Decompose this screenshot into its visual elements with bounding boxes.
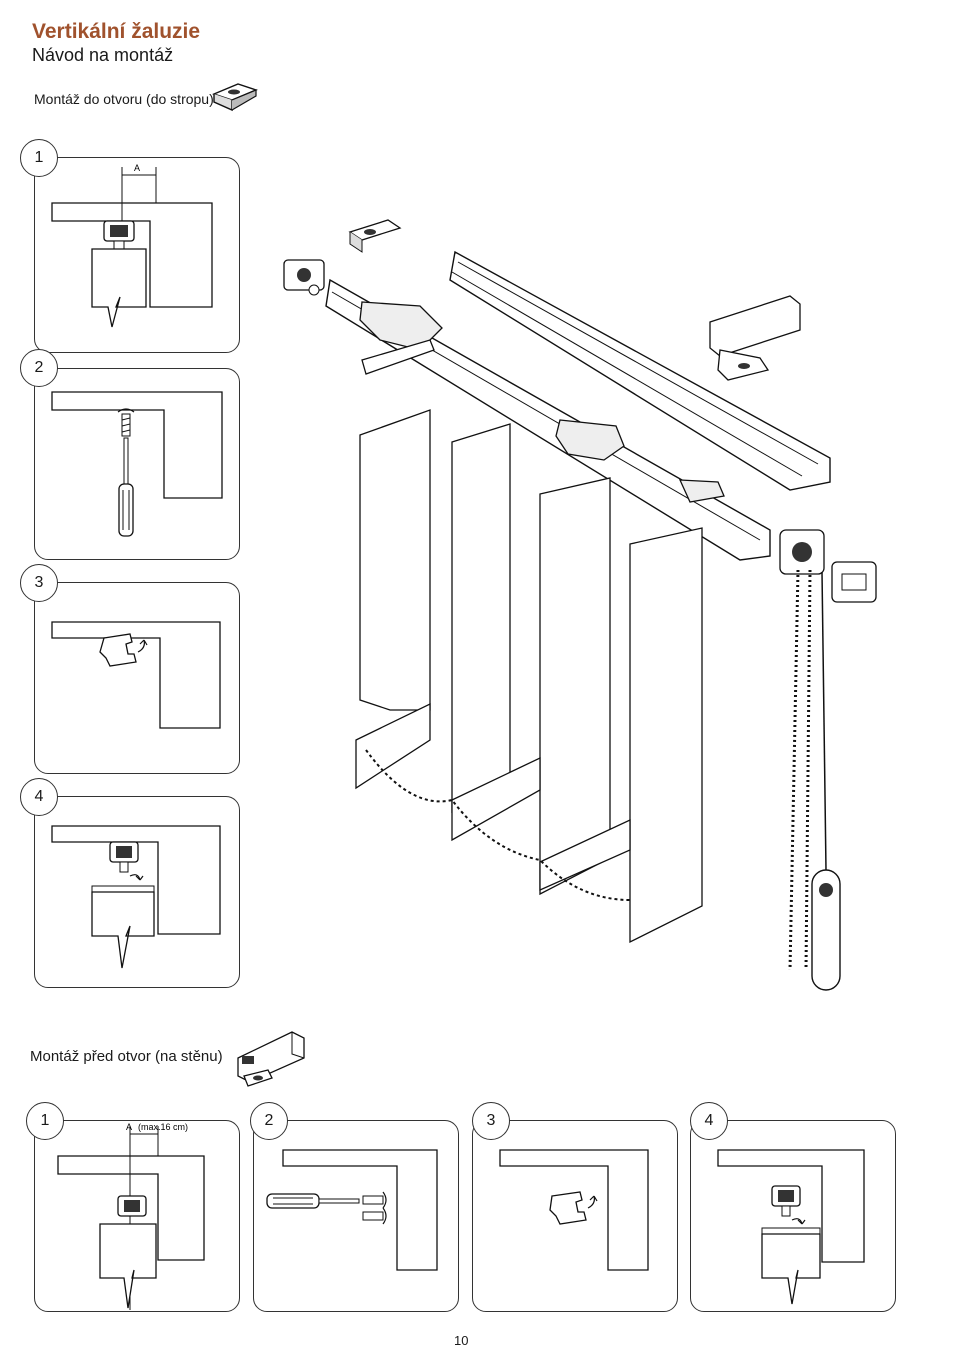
wall-bracket-icon [237, 1031, 305, 1087]
wall-dimension-note: (max.16 cm) [138, 1122, 188, 1132]
ceiling-step-4-illustration [51, 825, 221, 969]
ceiling-step-2-number: 2 [20, 349, 58, 387]
ceiling-dimension-label: A [134, 163, 140, 173]
ceiling-mount-heading: Montáž do otvoru (do stropu) [34, 91, 214, 107]
vertical-blind-assembly-illustration [283, 219, 877, 991]
ceiling-bracket-icon [348, 219, 402, 253]
wall-step-4-number: 4 [690, 1102, 728, 1140]
screw-icon [362, 1191, 387, 1225]
wall-step-2-number: 2 [250, 1102, 288, 1140]
page-title: Vertikální žaluzie [32, 20, 201, 43]
ceiling-step-3-illustration [51, 621, 221, 729]
wall-step-4-illustration [717, 1149, 865, 1305]
page-subtitle: Návod na montáž [32, 45, 174, 65]
ceiling-step-4-number: 4 [20, 778, 58, 816]
wall-step-2-illustration [266, 1149, 438, 1271]
ceiling-bracket-icon [212, 83, 258, 112]
rotate-arrow-icon [137, 639, 148, 653]
screwdriver-icon [118, 437, 134, 537]
wall-step-3-illustration [499, 1149, 649, 1271]
ceiling-step-3-number: 3 [20, 564, 58, 602]
wall-step-3-number: 3 [472, 1102, 510, 1140]
ceiling-step-1-illustration: A [51, 163, 213, 328]
screwdriver-icon [266, 1193, 360, 1209]
wall-step-1-illustration: A (max.16 cm) [57, 1122, 205, 1310]
wall-dimension-label: A [126, 1122, 132, 1132]
rotate-arrow-icon [587, 1195, 598, 1209]
wall-step-1-number: 1 [26, 1102, 64, 1140]
wall-bracket-icon [709, 295, 801, 381]
ceiling-step-2-illustration [51, 391, 223, 537]
screw-icon [117, 408, 135, 437]
page-number: 10 [454, 1333, 469, 1348]
ceiling-step-1-number: 1 [20, 139, 58, 177]
wall-mount-heading: Montáž před otvor (na stěnu) [30, 1048, 223, 1065]
